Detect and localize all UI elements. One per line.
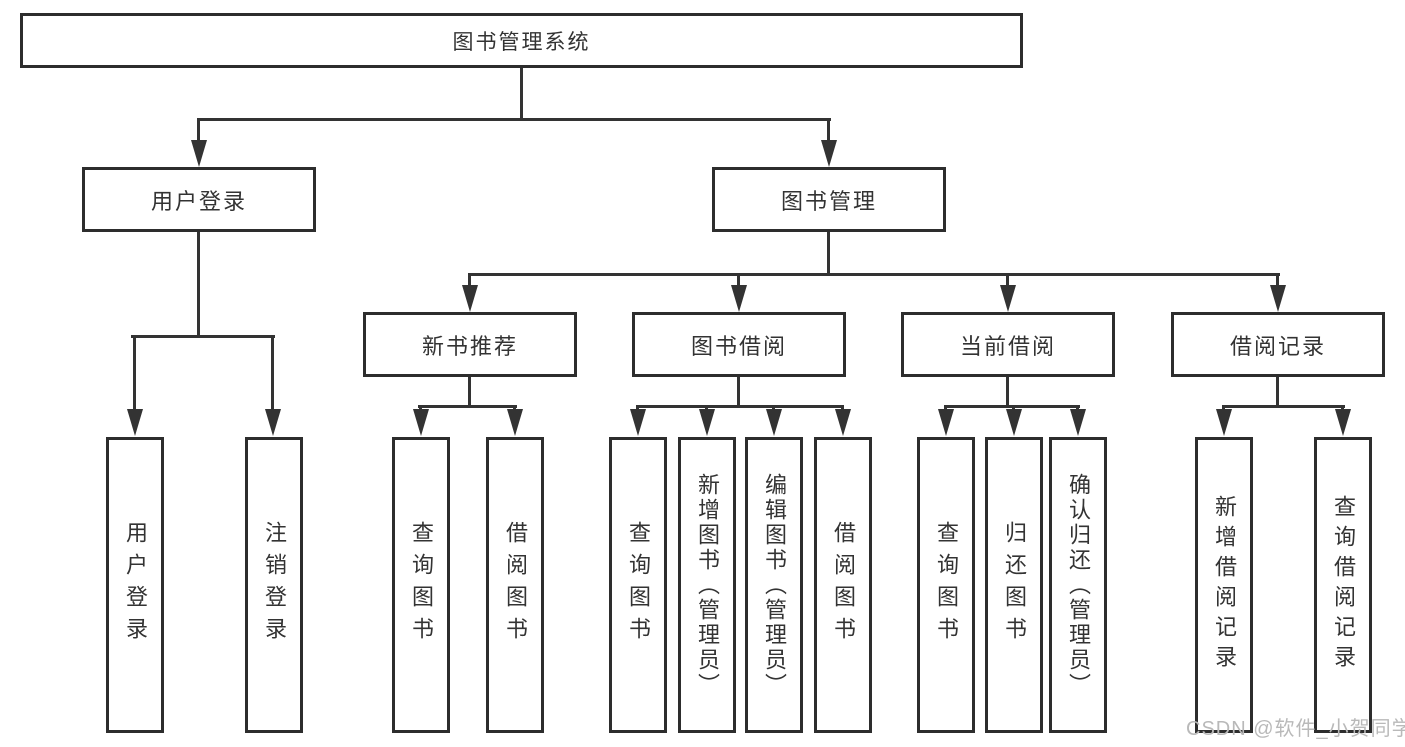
leaf-borrow-books-recommend: 借阅图书 bbox=[486, 437, 544, 733]
connector-line bbox=[1006, 377, 1009, 408]
leaf-confirm-return-admin: 确认归还（管理员） bbox=[1049, 437, 1107, 733]
arrow-down-icon bbox=[127, 409, 143, 436]
connector-line bbox=[737, 377, 740, 408]
arrow-down-icon bbox=[1270, 285, 1286, 312]
leaf-logout: 注销登录 bbox=[245, 437, 303, 733]
connector-line bbox=[197, 118, 831, 121]
arrow-down-icon bbox=[1070, 409, 1086, 436]
connector-line bbox=[468, 377, 471, 408]
connector-line bbox=[271, 335, 274, 412]
arrow-down-icon bbox=[191, 140, 207, 167]
leaf-add-books-admin: 新增图书（管理员） bbox=[678, 437, 736, 733]
arrow-down-icon bbox=[731, 285, 747, 312]
arrow-down-icon bbox=[1335, 409, 1351, 436]
node-user-login: 用户登录 bbox=[82, 167, 316, 232]
connector-line bbox=[1276, 273, 1279, 288]
node-new-book-recommendation: 新书推荐 bbox=[363, 312, 577, 377]
arrow-down-icon bbox=[821, 140, 837, 167]
arrow-down-icon bbox=[630, 409, 646, 436]
leaf-user-login: 用户登录 bbox=[106, 437, 164, 733]
arrow-down-icon bbox=[265, 409, 281, 436]
connector-line bbox=[520, 68, 523, 121]
arrow-down-icon bbox=[462, 285, 478, 312]
arrow-down-icon bbox=[1006, 409, 1022, 436]
connector-line bbox=[197, 118, 200, 144]
leaf-borrow-books: 借阅图书 bbox=[814, 437, 872, 733]
connector-line bbox=[1222, 405, 1345, 408]
connector-line bbox=[468, 273, 471, 288]
arrow-down-icon bbox=[938, 409, 954, 436]
leaf-query-books-borrow: 查询图书 bbox=[609, 437, 667, 733]
watermark: CSDN @软件_小贺同学 bbox=[1186, 718, 1405, 740]
connector-line bbox=[1276, 377, 1279, 408]
arrow-down-icon bbox=[1216, 409, 1232, 436]
arrow-down-icon bbox=[699, 409, 715, 436]
node-current-borrowing: 当前借阅 bbox=[901, 312, 1115, 377]
arrow-down-icon bbox=[766, 409, 782, 436]
connector-line bbox=[737, 273, 740, 288]
connector-line bbox=[197, 232, 200, 338]
node-book-borrowing: 图书借阅 bbox=[632, 312, 846, 377]
connector-line bbox=[418, 405, 517, 408]
arrow-down-icon bbox=[507, 409, 523, 436]
node-borrowing-records: 借阅记录 bbox=[1171, 312, 1385, 377]
connector-line bbox=[131, 335, 275, 338]
arrow-down-icon bbox=[835, 409, 851, 436]
leaf-add-borrow-record: 新增借阅记录 bbox=[1195, 437, 1253, 733]
arrow-down-icon bbox=[413, 409, 429, 436]
leaf-query-borrow-record: 查询借阅记录 bbox=[1314, 437, 1372, 733]
connector-line bbox=[827, 118, 830, 144]
connector-line bbox=[827, 232, 830, 276]
connector-line bbox=[1006, 273, 1009, 288]
connector-line bbox=[468, 273, 1280, 276]
leaf-query-books-current: 查询图书 bbox=[917, 437, 975, 733]
connector-line bbox=[636, 405, 844, 408]
leaf-query-books-recommend: 查询图书 bbox=[392, 437, 450, 733]
arrow-down-icon bbox=[1000, 285, 1016, 312]
leaf-edit-books-admin: 编辑图书（管理员） bbox=[745, 437, 803, 733]
leaf-return-books: 归还图书 bbox=[985, 437, 1043, 733]
node-book-management: 图书管理 bbox=[712, 167, 946, 232]
connector-line bbox=[133, 335, 136, 412]
node-library-management-system: 图书管理系统 bbox=[20, 13, 1023, 68]
